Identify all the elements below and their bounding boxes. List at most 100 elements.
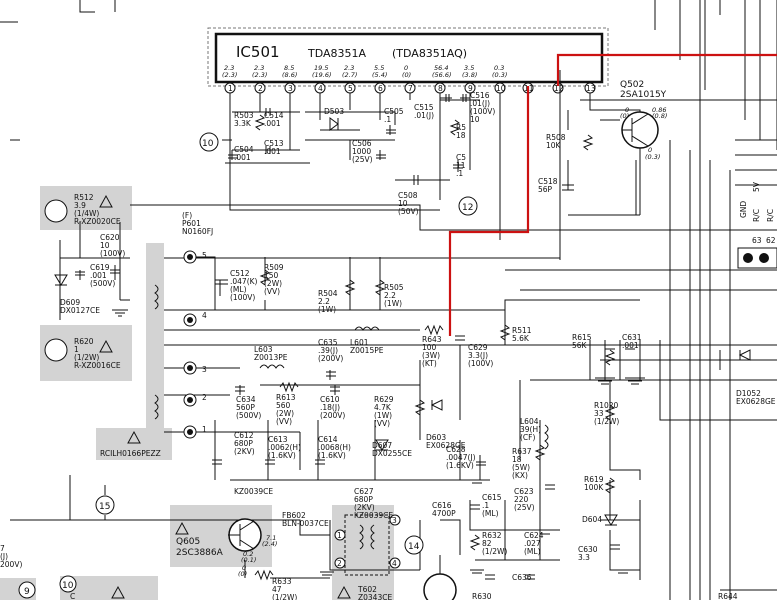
ic-pin: 10: [494, 82, 506, 94]
q502-v2: 0.86: [652, 106, 666, 114]
svg-text:1: 1: [337, 531, 342, 540]
component-label: D1052: [736, 389, 761, 398]
component-label: (25V): [352, 155, 373, 164]
component-label: C631: [622, 333, 642, 342]
ic-voltage-alt: (2.3): [222, 71, 237, 79]
component-label: .001: [264, 147, 281, 156]
component-label: R619: [584, 475, 604, 484]
ic-voltage: 2.3: [224, 64, 234, 72]
component-label: .001: [234, 153, 251, 162]
component-label: (1/2W): [74, 353, 99, 362]
component-label: 18: [512, 455, 522, 464]
q605-transistor: [228, 518, 262, 552]
p601-shade: [146, 243, 164, 448]
component-label: 150: [264, 271, 279, 280]
component-label: 18: [456, 131, 466, 140]
component-label: C615: [482, 493, 502, 502]
ic-pin: 7: [404, 82, 416, 94]
component-label: (100V): [470, 107, 495, 116]
node-12: 12: [462, 203, 473, 213]
edge-label-7: 7: [0, 544, 5, 553]
component-label: C508: [398, 191, 418, 200]
ic-pin: 4: [314, 82, 326, 94]
component-label: R511: [512, 326, 532, 335]
component-label: (1W): [374, 411, 392, 420]
warning-icon: [127, 430, 141, 444]
svg-text:5: 5: [202, 251, 207, 260]
ic-voltage: 2.3: [344, 64, 354, 72]
component-label: (1/4W): [74, 209, 99, 218]
component-label: R5: [456, 123, 466, 132]
component-label: R632: [482, 531, 502, 540]
q605-v1: 0.2: [243, 550, 253, 558]
component-label: 3.3: [578, 553, 590, 562]
component-label: (2W): [276, 409, 294, 418]
component-label: R643: [422, 335, 442, 344]
q605-v2: 7.1: [266, 534, 276, 542]
component-label: C630: [578, 545, 598, 554]
ic-pin-label: 2: [258, 84, 263, 93]
q605-part: 2SC3886A: [176, 548, 224, 558]
connector-label-rc2: R/C: [766, 209, 775, 222]
component-label: R629: [374, 395, 394, 404]
component-label: .1: [482, 501, 489, 510]
component-label: D603: [426, 433, 446, 442]
q502-v1: 0: [625, 106, 629, 114]
edge-label-r630: R630: [472, 592, 492, 600]
ic-voltage-alt: (0): [402, 71, 411, 79]
component-label: FB602: [282, 511, 306, 520]
ic-voltage-alt: (3.8): [462, 71, 477, 79]
component-label: 560P: [236, 403, 255, 412]
red-trace-pin11: [448, 86, 530, 336]
component-label: (KX): [512, 471, 528, 480]
component-label: P601: [182, 219, 201, 228]
component-label: C5: [456, 153, 466, 162]
node-14: 14: [408, 542, 420, 552]
svg-text:3: 3: [202, 365, 207, 374]
component-label: R620: [74, 337, 94, 346]
node-15: 15: [99, 502, 110, 512]
component-label: L604: [520, 417, 539, 426]
ic-pin: 3: [284, 82, 296, 94]
component-label: KZ0039CE: [234, 487, 273, 496]
component-label: (100V): [100, 249, 125, 258]
ic-voltage: 19.5: [314, 64, 328, 72]
ic-pin-label: 8: [438, 84, 443, 93]
component-label: (VV): [374, 419, 390, 428]
ic-pin: 1: [224, 82, 236, 94]
component-label: C610: [320, 395, 340, 404]
q502-part: 2SA1015Y: [620, 90, 667, 100]
component-label: R615: [572, 333, 592, 342]
component-label: D604: [582, 515, 602, 524]
ic501-name: IC501: [236, 43, 280, 61]
component-label: 220: [514, 495, 529, 504]
component-label: .001: [622, 341, 639, 350]
ic-pin-label: 4: [318, 84, 323, 93]
component-label: 56K: [572, 341, 588, 350]
ic-pin-label: 1: [228, 84, 233, 93]
ic-pin-label: 9: [468, 84, 473, 93]
component-label: C620: [100, 233, 120, 242]
component-label: .001: [90, 271, 107, 280]
component-label: 3.3K: [234, 119, 252, 128]
component-label: 33: [594, 409, 604, 418]
ic-pin-label: 6: [378, 84, 383, 93]
component-label: .01(J): [414, 111, 434, 120]
component-label: .1: [384, 115, 391, 124]
component-label: (1.6KV): [268, 451, 296, 460]
component-label: C513: [264, 139, 284, 148]
svg-text:4: 4: [202, 311, 207, 320]
component-label: C634: [236, 395, 256, 404]
component-label: R504: [318, 289, 338, 298]
component-label: .1: [456, 169, 463, 178]
component-label: 100: [422, 343, 437, 352]
ic-voltage: 56.4: [434, 64, 448, 72]
ic-pin-label: 10: [496, 84, 506, 93]
component-label: R505: [384, 283, 404, 292]
t602-transformer: 12 34: [334, 514, 401, 576]
component-label: 10: [100, 241, 110, 250]
node-10-b: 10: [62, 581, 74, 591]
component-label: 10: [470, 115, 480, 124]
